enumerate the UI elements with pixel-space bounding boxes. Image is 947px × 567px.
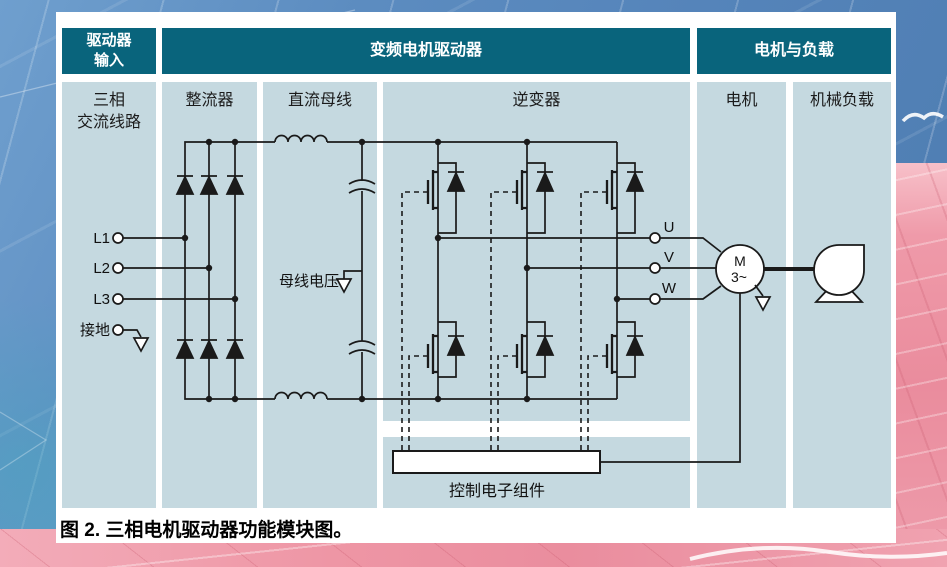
column-rectifier: 整流器 bbox=[162, 82, 257, 508]
column-dc-bus: 直流母线 bbox=[263, 82, 377, 508]
background-paint-pink-right bbox=[896, 163, 947, 567]
column-motor: 电机 bbox=[697, 82, 786, 508]
header-driver-input: 驱动器 输入 bbox=[62, 28, 156, 74]
column-mechanical-load: 机械负载 bbox=[793, 82, 891, 508]
figure-caption: 图 2. 三相电机驱动器功能模块图。 bbox=[60, 520, 353, 541]
figure-panel: 驱动器 输入 变频电机驱动器 电机与负载 三相 交流线路 整流器 直流母线 逆变… bbox=[56, 12, 896, 543]
column-three-phase-ac: 三相 交流线路 bbox=[62, 82, 156, 508]
header-motor-load: 电机与负载 bbox=[697, 28, 891, 74]
column-inverter-control-strip bbox=[383, 437, 690, 508]
header-vfd: 变频电机驱动器 bbox=[162, 28, 690, 74]
column-inverter: 逆变器 bbox=[383, 82, 690, 421]
